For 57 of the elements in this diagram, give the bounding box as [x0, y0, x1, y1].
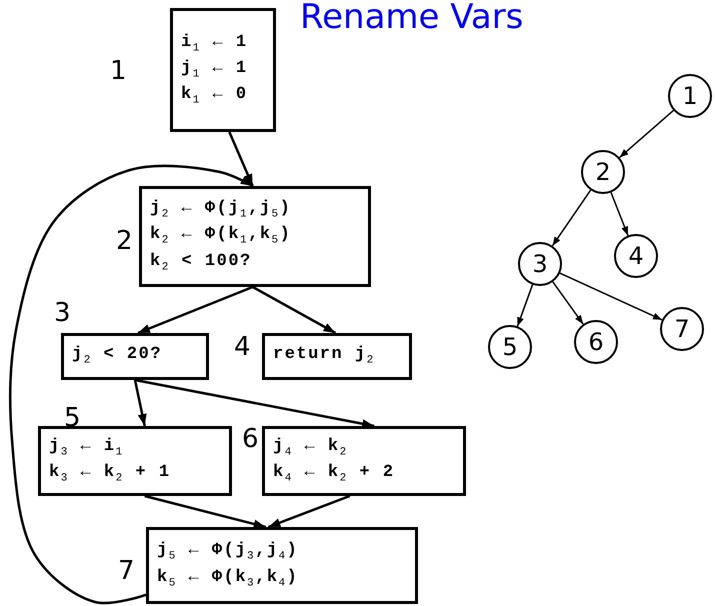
block-number: 6: [242, 426, 259, 452]
block-number: 5: [64, 405, 81, 431]
basic-block-box: [61, 333, 209, 380]
code-statement: k$_{2}$ ← Φ(k$_{1}$,k$_{5}$): [150, 224, 292, 249]
block-number: 1: [110, 58, 127, 84]
node-number: 3: [532, 252, 548, 276]
block-number: 3: [54, 300, 71, 326]
basic-block-box: [170, 8, 276, 132]
arrow: [610, 192, 629, 236]
arrow: [268, 494, 350, 528]
arrow: [516, 284, 534, 327]
arrow: [138, 286, 254, 334]
code-statement: k$_{3}$ ← k$_{2}$ + 1: [49, 462, 171, 486]
tree-node-circle: [614, 234, 658, 278]
code-statement: j$_{2}$ ← Φ(j$_{1}$,j$_{5}$): [150, 198, 292, 222]
code-statement: j$_{3}$ ← i$_{1}$: [49, 436, 124, 460]
code-statement: j$_{2}$ < 20?: [72, 344, 162, 369]
code-statement: j$_{1}$ ← 1: [181, 58, 248, 82]
tree-node-circle: [581, 150, 625, 194]
tree-node-circle: [518, 242, 562, 286]
code-statement: k$_{1}$ ← 0: [181, 84, 248, 109]
block-number: 7: [118, 558, 135, 584]
node-number: 5: [502, 335, 518, 359]
tree-node-circle: [488, 325, 532, 369]
node-number: 4: [628, 244, 644, 268]
arrow: [144, 494, 266, 528]
basic-block-box: [146, 527, 418, 604]
basic-block-box: [38, 426, 232, 496]
arrow: [134, 380, 147, 426]
basic-block-box: [139, 186, 371, 287]
arrow: [619, 110, 674, 158]
tree-node-circle: [574, 320, 618, 364]
node-number: 1: [682, 84, 698, 108]
basic-block-box: [262, 426, 466, 496]
node-number: 6: [588, 330, 604, 354]
arrow: [552, 190, 592, 246]
arrow: [552, 281, 584, 325]
code-statement: k$_{4}$ ← k$_{2}$ + 2: [273, 462, 395, 486]
basic-block-box: [262, 333, 412, 380]
code-statement: j$_{4}$ ← k$_{2}$: [273, 436, 348, 460]
arrow: [560, 272, 662, 321]
block-number: 2: [116, 228, 133, 254]
arrow: [252, 286, 336, 334]
code-statement: k$_{2}$ < 100?: [150, 250, 252, 276]
arrow: [134, 378, 374, 428]
tree-node-circle: [668, 74, 712, 118]
node-number: 7: [674, 317, 690, 341]
arrow: [228, 132, 254, 186]
code-statement: k$_{5}$ ← Φ(k$_{3}$,k$_{4}$): [157, 566, 298, 591]
arrow: [8, 164, 254, 604]
tree-node-circle: [660, 307, 704, 351]
block-number: 4: [234, 334, 251, 360]
code-statement: return j$_{2}$: [273, 344, 375, 369]
title: Rename Vars: [300, 0, 524, 34]
node-number: 2: [595, 160, 611, 184]
code-statement: j$_{5}$ ← Φ(j$_{3}$,j$_{4}$): [157, 540, 298, 565]
code-statement: i$_{1}$ ← 1: [181, 32, 248, 56]
